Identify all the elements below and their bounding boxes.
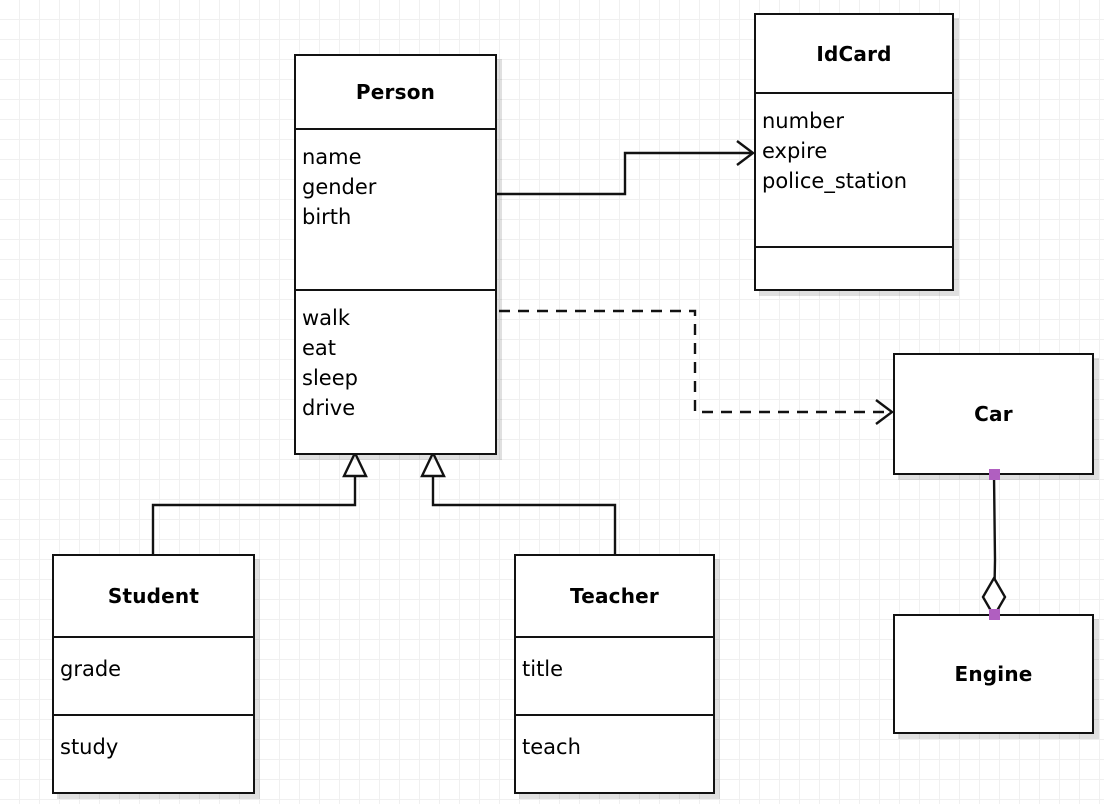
class-attributes-compartment: title — [516, 636, 713, 714]
class-member: title — [522, 657, 564, 681]
uml-class-car[interactable]: Car — [893, 353, 1094, 475]
class-member: eat — [302, 336, 337, 360]
hollow-triangle-head — [342, 450, 368, 478]
class-operations-compartment: teach — [516, 714, 713, 792]
association-line — [497, 151, 752, 196]
class-attributes-compartment: number expire police_station — [756, 92, 952, 246]
uml-class-person[interactable]: Person name gender birth walk eat sleep … — [294, 54, 497, 455]
class-title-compartment: Person — [296, 56, 495, 128]
class-member: gender — [302, 175, 377, 199]
class-title-compartment: Teacher — [516, 556, 713, 636]
class-operations-compartment: study — [54, 714, 253, 792]
uml-class-student[interactable]: Student grade study — [52, 554, 255, 794]
class-name: Teacher — [570, 584, 659, 608]
hollow-triangle-head — [420, 450, 446, 478]
class-member: expire — [762, 139, 828, 163]
class-member: study — [60, 735, 119, 759]
class-member: grade — [60, 657, 122, 681]
class-name: Car — [974, 402, 1013, 426]
dependency-line — [499, 309, 891, 414]
class-member: name — [302, 145, 362, 169]
class-name: Engine — [954, 662, 1033, 686]
relationship-association-person-idcard[interactable] — [497, 140, 755, 196]
class-member: number — [762, 109, 844, 133]
class-operations-compartment: walk eat sleep drive — [296, 289, 495, 453]
uml-class-idcard[interactable]: IdCard number expire police_station — [754, 13, 954, 291]
generalization-line — [151, 474, 357, 554]
class-member: police_station — [762, 169, 908, 193]
class-operations-compartment — [756, 246, 952, 289]
uml-class-engine[interactable]: Engine — [893, 614, 1094, 734]
class-attributes-compartment: name gender birth — [296, 128, 495, 289]
class-name: Person — [355, 80, 436, 104]
uml-class-teacher[interactable]: Teacher title teach — [514, 554, 715, 794]
open-arrow-head — [875, 399, 894, 425]
class-title-compartment: IdCard — [756, 15, 952, 92]
connection-handle-engine-top[interactable] — [989, 609, 1000, 620]
class-title-compartment: Car — [895, 355, 1092, 473]
open-arrow-head — [736, 140, 755, 166]
class-attributes-compartment: grade — [54, 636, 253, 714]
relationship-generalization-teacher-person[interactable] — [420, 450, 617, 554]
class-name: IdCard — [816, 41, 892, 66]
class-member: teach — [522, 735, 581, 759]
class-member: sleep — [302, 366, 358, 390]
class-member: walk — [302, 306, 351, 330]
class-title-compartment: Student — [54, 556, 253, 636]
connection-handle-car-bottom[interactable] — [989, 469, 1000, 480]
relationship-dependency-person-car[interactable] — [499, 309, 894, 425]
class-member: birth — [302, 205, 352, 229]
relationship-generalization-student-person[interactable] — [151, 450, 368, 554]
class-member: drive — [302, 396, 356, 420]
class-name: Student — [107, 584, 200, 608]
generalization-line — [431, 474, 617, 554]
aggregation-line — [992, 474, 997, 615]
relationship-aggregation-car-engine[interactable] — [981, 474, 1007, 619]
class-title-compartment: Engine — [895, 616, 1092, 732]
